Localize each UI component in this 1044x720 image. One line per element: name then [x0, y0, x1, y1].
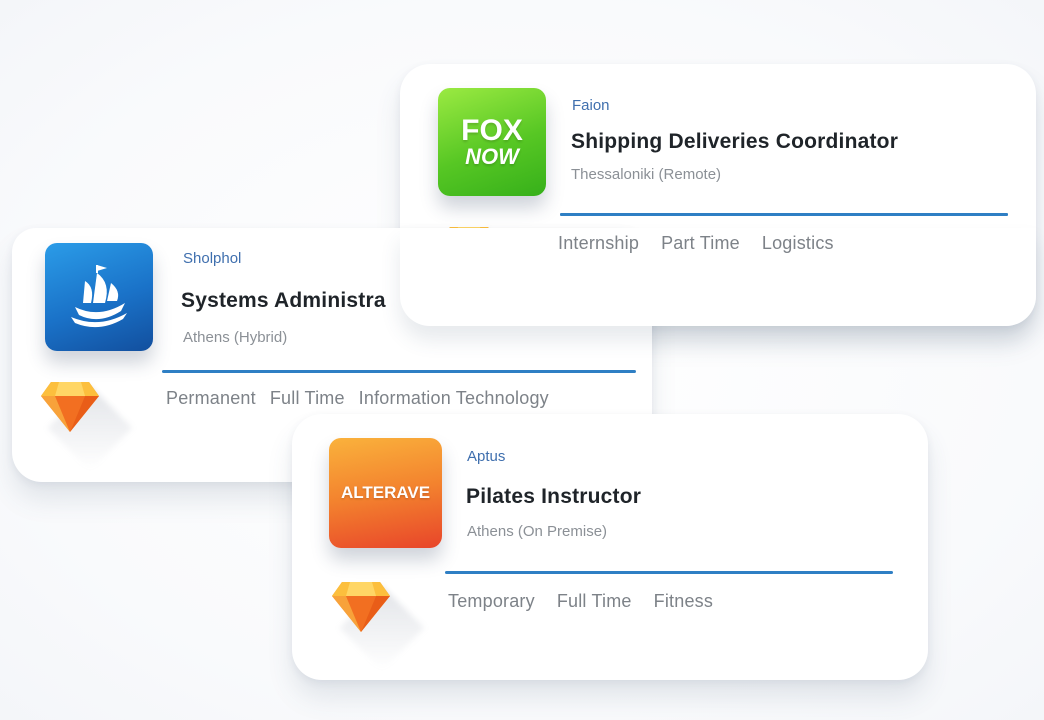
logo-text: ALTERAVE — [340, 483, 431, 502]
job-title[interactable]: Systems Administra — [181, 289, 386, 312]
company-name[interactable]: Faion — [572, 97, 610, 114]
sailing-ship-icon — [71, 265, 127, 328]
job-title[interactable]: Shipping Deliveries Coordinator — [571, 130, 899, 153]
card-divider — [445, 571, 893, 574]
diamond-gem-icon — [332, 582, 390, 632]
faion-logo: FOX NOW — [438, 88, 546, 196]
aptus-logo: ALTERAVE — [329, 438, 442, 548]
tag-schedule[interactable]: Full Time — [556, 591, 632, 611]
tag-category[interactable]: Fitness — [653, 591, 714, 611]
company-name[interactable]: Sholphol — [183, 250, 242, 267]
tag-contract[interactable]: Permanent — [166, 388, 256, 408]
tag-schedule[interactable]: Part Time — [661, 233, 740, 253]
tag-schedule[interactable]: Full Time — [269, 388, 345, 408]
job-tags: Permanent Full Time Information Technolo… — [166, 388, 549, 409]
tag-contract[interactable]: Internship — [558, 233, 640, 253]
company-name[interactable]: Aptus — [467, 448, 506, 465]
job-tags-overlap: Internship Part Time Logistics — [558, 233, 834, 254]
card-divider — [162, 370, 636, 373]
job-card-shipping-coordinator-overlap — [400, 228, 1036, 326]
job-tags: Temporary Full Time Fitness — [448, 591, 713, 612]
sholphol-logo — [45, 243, 153, 351]
job-location: Athens (Hybrid) — [183, 329, 288, 346]
logo-text-line-1: FOX — [461, 114, 523, 147]
job-title[interactable]: Pilates Instructor — [466, 485, 642, 508]
job-location: Thessaloniki (Remote) — [571, 166, 722, 183]
job-location: Athens (On Premise) — [467, 523, 608, 540]
diamond-gem-icon — [41, 382, 99, 432]
card-divider-overlap — [560, 213, 1008, 216]
logo-text-line-2: NOW — [465, 144, 519, 169]
tag-contract[interactable]: Temporary — [448, 591, 535, 611]
tag-category[interactable]: Logistics — [761, 233, 834, 253]
tag-category[interactable]: Information Technology — [358, 388, 549, 408]
